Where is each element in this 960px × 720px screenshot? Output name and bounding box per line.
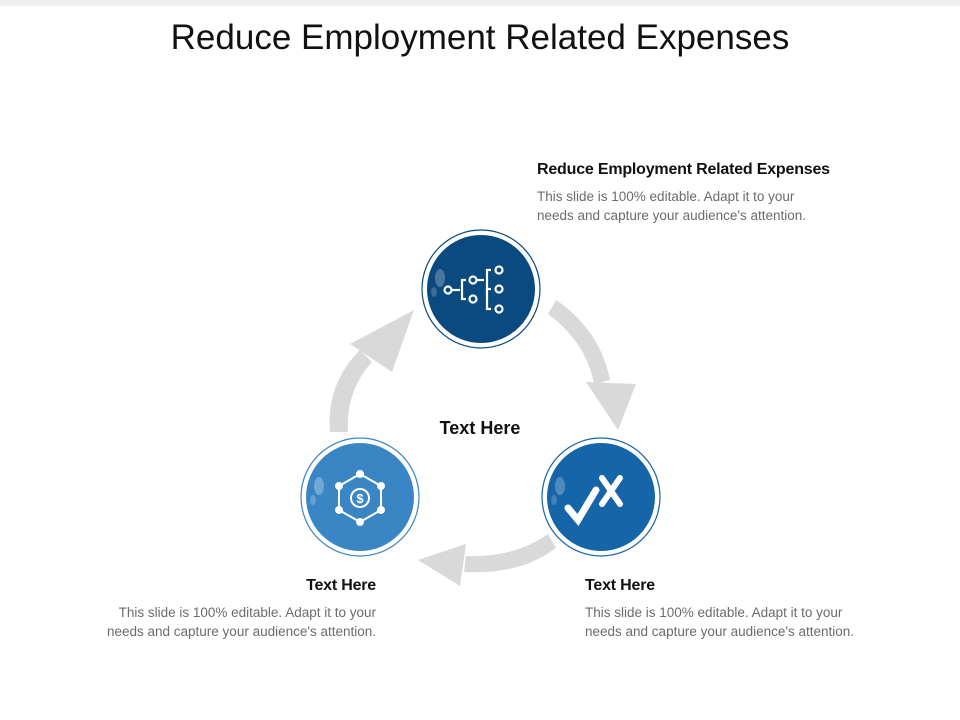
block-body-line: needs and capture your audience's attent…	[106, 624, 376, 639]
text-block-right: Text Here This slide is 100% editable. A…	[585, 577, 885, 641]
node-right	[541, 437, 661, 557]
svg-text:$: $	[356, 491, 364, 506]
slide-title: Reduce Employment Related Expenses	[170, 18, 790, 57]
text-block-left: Text Here This slide is 100% editable. A…	[76, 577, 376, 641]
block-heading: Reduce Employment Related Expenses	[537, 161, 830, 178]
cycle-arrow-left	[329, 310, 414, 432]
block-heading: Text Here	[585, 577, 655, 594]
block-body: This slide is 100% editable. Adapt it to…	[537, 187, 837, 225]
node-top	[421, 229, 541, 349]
block-body: This slide is 100% editable. Adapt it to…	[76, 603, 376, 641]
block-body-line: needs and capture your audience's attent…	[585, 624, 855, 639]
block-body-line: This slide is 100% editable. Adapt it to…	[585, 605, 843, 620]
cycle-arrow-top-right	[548, 300, 636, 430]
dollar-network-icon: $	[335, 470, 385, 526]
block-body-line: This slide is 100% editable. Adapt it to…	[118, 605, 376, 620]
cycle-arrow-bottom	[418, 534, 556, 586]
center-label: Text Here	[439, 418, 521, 438]
check-x-icon	[564, 475, 623, 527]
text-block-top: Reduce Employment Related Expenses This …	[537, 161, 837, 225]
block-body: This slide is 100% editable. Adapt it to…	[585, 603, 885, 641]
node-left: $	[300, 437, 420, 557]
block-body-line: needs and capture your audience's attent…	[537, 208, 807, 223]
block-heading: Text Here	[306, 577, 376, 594]
hierarchy-icon	[443, 265, 504, 314]
top-bar	[0, 0, 960, 6]
block-body-line: This slide is 100% editable. Adapt it to…	[537, 189, 795, 204]
